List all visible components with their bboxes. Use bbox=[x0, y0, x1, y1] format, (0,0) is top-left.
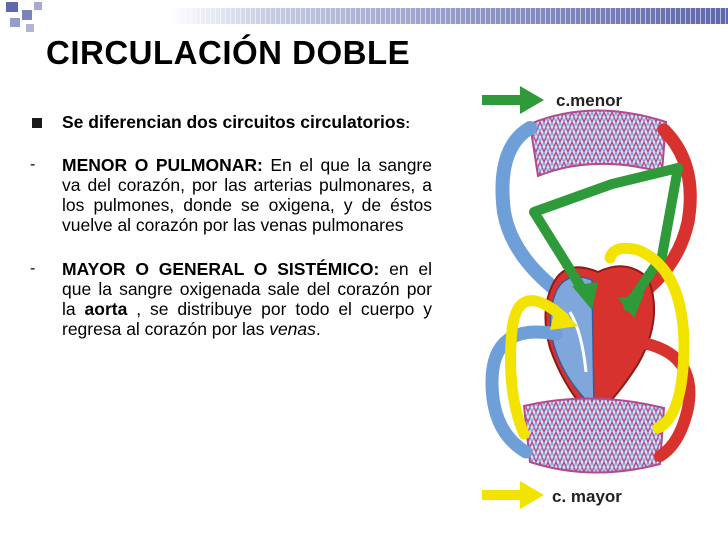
yellow-arrowhead bbox=[550, 304, 578, 330]
green-flow-path bbox=[529, 163, 683, 311]
mayor-legend-arrow bbox=[482, 481, 544, 509]
mayor-body-2: , se distribuye por todo el cuerpo y reg… bbox=[62, 299, 433, 339]
venas-term: venas bbox=[269, 319, 316, 339]
mayor-heading: MAYOR O GENERAL O SISTÉMICO: bbox=[62, 259, 380, 279]
green-arrowhead-1 bbox=[572, 282, 598, 310]
corner-squares-decoration bbox=[0, 0, 60, 34]
menor-body: En el que la sangre va del corazón, por … bbox=[62, 155, 432, 235]
systemic-blue-loop bbox=[485, 325, 563, 459]
circulation-diagram-svg: c.menor c. mayor bbox=[482, 86, 697, 509]
lung-capillaries bbox=[528, 109, 668, 178]
square-bullet-icon bbox=[32, 118, 42, 128]
intro-bullet: Se diferencian dos circuitos circulatori… bbox=[30, 112, 432, 133]
systemic-red-loop bbox=[632, 336, 696, 462]
menor-heading: MENOR O PULMONAR: bbox=[62, 155, 263, 175]
decorative-top-band bbox=[0, 0, 728, 34]
mayor-end: . bbox=[315, 319, 321, 339]
body-capillaries bbox=[522, 397, 666, 474]
green-arrowhead-2 bbox=[618, 294, 644, 318]
slide-title: CIRCULACIÓN DOBLE bbox=[46, 34, 411, 71]
label-menor: c.menor bbox=[556, 91, 623, 110]
menor-item: - MENOR O PULMONAR: En el que la sangre … bbox=[30, 155, 432, 235]
intro-colon: : bbox=[405, 115, 410, 131]
pulmonary-blue-loop bbox=[495, 121, 571, 303]
label-mayor: c. mayor bbox=[552, 487, 622, 506]
pulmonary-red-loop bbox=[629, 123, 697, 305]
dash-marker: - bbox=[30, 260, 36, 277]
slide-content: Se diferencian dos circuitos circulatori… bbox=[30, 112, 432, 363]
mayor-body-1: en el que la sangre oxigenada sale del c… bbox=[62, 259, 432, 319]
band-stripes bbox=[170, 8, 728, 24]
intro-text: Se diferencian dos circuitos circulatori… bbox=[62, 112, 406, 132]
circulation-diagram: c.menor c. mayor bbox=[452, 72, 728, 546]
dash-marker: - bbox=[30, 156, 36, 173]
yellow-flow-path bbox=[505, 242, 690, 440]
mayor-item: - MAYOR O GENERAL O SISTÉMICO: en el que… bbox=[30, 259, 432, 339]
menor-legend-arrow bbox=[482, 86, 544, 114]
aorta-term: aorta bbox=[84, 299, 128, 319]
